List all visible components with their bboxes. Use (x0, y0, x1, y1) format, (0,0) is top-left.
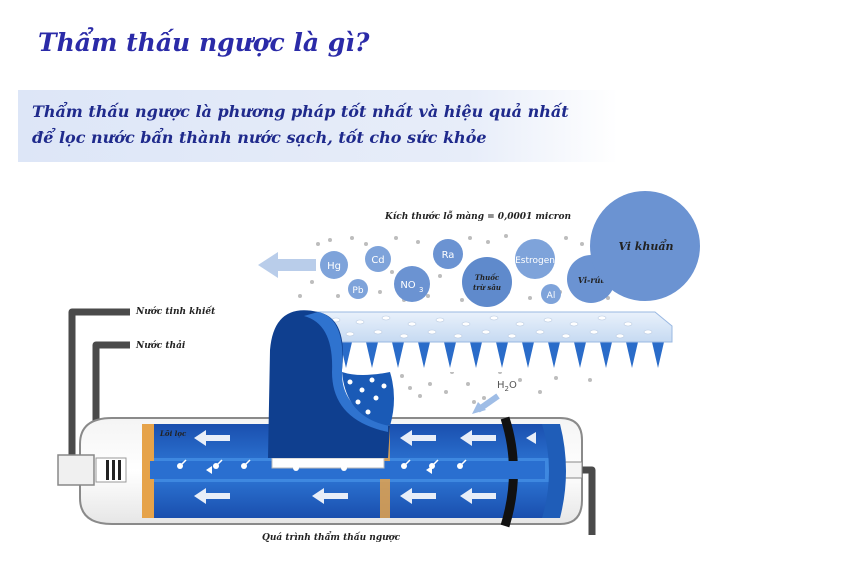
virus-label: Vi-rút (578, 275, 604, 285)
no3-subscript: 3 (419, 286, 423, 294)
core-label: Lõi lọc (159, 429, 187, 438)
pesticide-label-2: trừ sâu (473, 283, 501, 292)
bacteria-label: Vi khuẩn (618, 239, 673, 253)
housing-left-cap (57, 454, 95, 486)
al-label: Al (547, 291, 556, 301)
h2o-arrow-head-icon (472, 402, 486, 414)
permeate-tube (150, 457, 545, 479)
no3-label: NO (400, 280, 415, 291)
membrane (299, 311, 673, 372)
contaminant-bubbles: Hg Cd Pb NO 3 Ra Thuốc trừ sâu Estrogen … (320, 191, 700, 307)
rolled-membrane (268, 310, 394, 458)
estrogen-label: Estrogen (515, 256, 555, 266)
page-title: Thẩm thấu ngược là gì? (38, 28, 370, 57)
intro-line-1: Thẩm thấu ngược là phương pháp tốt nhất … (32, 102, 569, 121)
hg-label: Hg (327, 261, 341, 272)
pesticide-label-1: Thuốc (475, 273, 500, 282)
waste-water-label: Nước thải (135, 340, 186, 351)
cd-label: Cd (371, 255, 384, 266)
pure-water-label: Nước tinh khiết (135, 305, 216, 317)
h2o-label: H2O (497, 380, 517, 393)
intro-banner: Thẩm thấu ngược là phương pháp tốt nhất … (18, 90, 618, 162)
outflow-arrow-icon (258, 252, 316, 278)
ra-label: Ra (442, 250, 455, 261)
intro-text: Thẩm thấu ngược là phương pháp tốt nhất … (32, 99, 569, 151)
pore-size-label: Kích thước lỗ màng = 0,0001 micron (384, 210, 571, 222)
intro-line-2: để lọc nước bẩn thành nước sạch, tốt cho… (32, 128, 487, 147)
pb-label: Pb (352, 286, 363, 296)
diagram-caption: Quá trình thẩm thấu ngược (262, 531, 401, 543)
